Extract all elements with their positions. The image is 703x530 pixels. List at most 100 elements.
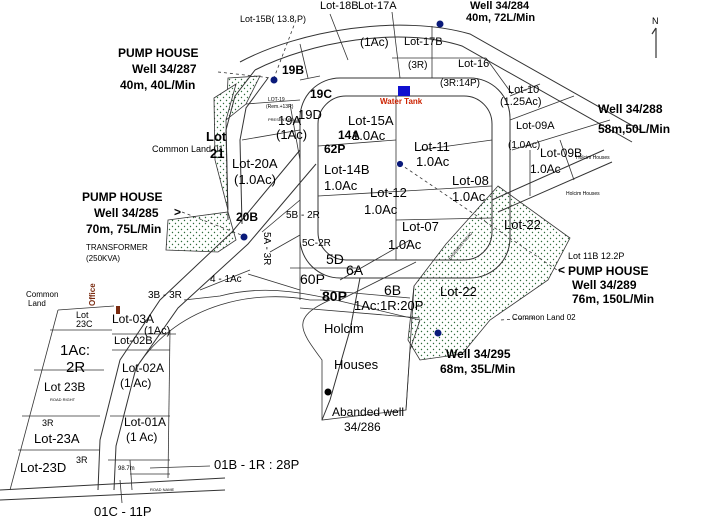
lot-3r-23d-label: 3R [76,455,88,465]
north-label: N [652,16,659,26]
road-small-label: PRESENT ROAD [268,117,300,122]
well-284-title: Well 34/284 [470,0,530,12]
lot-03a-area: (1Ac) [144,325,171,337]
lot-12-area: 1.0Ac [364,202,398,217]
transformer-kva-label: (250KVA) [86,254,121,263]
abandoned-well-detail: 34/286 [344,420,381,434]
lot-19a-label: 19A [278,113,302,128]
lot-11-area: 1.0Ac [416,154,450,169]
lot-15b-label: Lot-15B( 13.8 P) [240,14,307,24]
common-land-02-label: Common Land 02 [512,313,576,322]
lot-09a-label: Lot-09A [516,120,555,132]
lot-3r-top-label: (3R) [408,60,428,71]
lot-21-label: Lot [206,129,227,144]
road-small-label-3: ROAD NAME [150,487,175,492]
lot-23b-label: Lot 23B [44,380,86,394]
lot-60p-label: 60P [300,271,325,287]
roads [0,24,641,501]
lot-3b-label: 3B - 3R [148,290,182,301]
pointer-lines [181,19,561,321]
lot-01a-area: (1 Ac) [126,430,158,444]
lot-17a-label: Lot-17A [358,0,397,12]
lot-14b-area: 1.0Ac [324,178,358,193]
lot-08-area: 1.0Ac [452,189,486,204]
lot-1ac2r-b-label: 2R [66,359,86,376]
lot-19c-label: 19C [310,87,333,101]
pump-289-title: PUMP HOUSE [568,264,649,278]
holcim-label: Holcim [324,321,364,336]
holcim-houses-small-1: Holcim Houses [576,155,610,161]
transformer-marker [116,306,120,314]
lot-22-top-label: Lot-22 [504,217,541,232]
common-land-label: Common [26,290,59,299]
lot-1ac2r-a-label: 1Ac: [60,342,91,359]
lot-15a-area: 1.0Ac [352,128,386,143]
lot-1ac-top-label: (1Ac) [360,35,389,49]
lot-6b-label: 6B [384,282,402,298]
lot-5c-label: 5C-2R [302,238,331,249]
lot-01c-label: 01C - 11P [94,504,152,519]
lot-02b-label: Lot-02B [114,335,153,347]
pump-287-well: Well 34/287 [132,62,197,76]
transformer-label: TRANSFORMER [86,243,148,252]
lot-19-small-area: (Rem.+13R) [266,104,294,110]
north-arrow-icon [651,27,657,58]
green-area-pump-285 [165,211,237,253]
holcim-houses-small-2: Holcim Houses [566,191,600,197]
lot-03a-label: Lot-03A [112,312,155,326]
road-small-label-2: ROAD RIGHT [50,397,76,402]
well-295-title: Well 34/295 [446,347,511,361]
pump-287-detail: 40m, 40L/Min [120,78,196,92]
water-tank-marker [398,86,410,96]
lot-10-area-label: (1.25Ac) [500,96,542,108]
lot-01b-label: 01B - 1R : 28P [214,457,300,472]
abandoned-well-title: Abanded well [332,405,405,419]
lot-10-label: Lot-10 [508,84,540,96]
lot-3r14p-label: (3R:14P) [440,78,481,89]
lot-14a-label: 14A [338,128,361,142]
lot-80p-label: 80P [322,288,347,304]
lot-23c-num-label: Lot [76,310,89,320]
lot-09b-label: Lot-09B [540,146,583,160]
well-288-title: Well 34/288 [598,102,663,116]
lot-19-small-label: LOT-19 [268,97,285,103]
common-land-label-2: Land [28,299,46,308]
well-marker-285 [240,233,248,241]
water-tank-label: Water Tank [380,97,423,106]
pump-287-title: PUMP HOUSE [118,46,199,60]
lot-987-label: 98.7m [118,466,135,472]
pump-289-arrow: < [558,263,566,277]
lot-23a-label: Lot-23A [34,431,80,446]
well-marker-284 [436,20,444,28]
lot-20b-label: 20B [236,210,259,224]
lot-62p-label: 62P [324,142,346,156]
lot-23d-label: Lot-23D [20,460,67,475]
lot-09b-area: 1.0Ac [530,162,561,176]
lot-3r-23a-label: 3R [42,418,54,428]
pump-285-well: Well 34/285 [94,206,159,220]
lot-16-label: Lot-16 [458,58,490,70]
pump-289-well: Well 34/289 [572,278,637,292]
lot-20a-area: (1.0Ac) [234,172,276,187]
lot-08-label: Lot-08 [452,173,489,188]
lot-19d-label: 19D [298,107,322,122]
well-marker-289 [396,160,404,168]
lot-07-area: 1.0Ac [388,237,422,252]
lot-18b-label: Lot-18B [320,0,359,12]
lot-5d-label: 5D [326,251,344,267]
lot-19a-area-label: (1Ac) [276,127,308,142]
well-marker-295 [434,329,442,337]
well-marker-286 [324,388,332,396]
lot-15a-label: Lot-15A [348,113,394,128]
pump-289-detail: 76m, 150L/Min [572,292,655,306]
lot-5a-label: 5A - 3R [261,232,272,266]
lot-23c-label: 23C [76,319,93,329]
pump-285-arrow: > [174,205,182,219]
lot-11b-label: Lot 11B 12.2P [568,251,625,261]
lot-1ac1r20p-label: 1Ac:1R:20P [354,298,424,313]
office-label: Office [88,283,97,306]
lot-07-label: Lot-07 [402,219,439,234]
lot-21-number: 21 [210,146,225,161]
lot-17b-label: Lot-17B [404,36,443,48]
